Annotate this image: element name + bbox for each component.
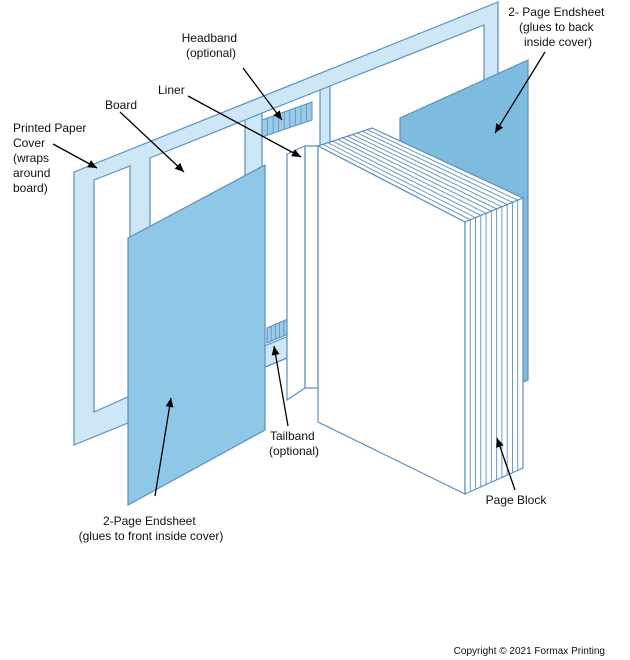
page-top-line bbox=[366, 129, 518, 201]
headband-label: Headband (optional) bbox=[182, 31, 241, 60]
arrowhead bbox=[165, 398, 174, 408]
page-top-line bbox=[342, 137, 492, 212]
back-endsheet-leader bbox=[494, 51, 546, 134]
labels: Headband (optional) Liner Board Printed … bbox=[13, 5, 607, 657]
page-top-line bbox=[347, 135, 497, 210]
page-top-line bbox=[357, 132, 508, 205]
back-endsheet-label: 2- Page Endsheet (glues to back inside c… bbox=[508, 5, 607, 49]
printed-cover-label: Printed Paper Cover (wraps around board) bbox=[13, 121, 90, 195]
arrowhead bbox=[495, 123, 504, 133]
arrowhead bbox=[273, 110, 282, 120]
arrowhead bbox=[87, 160, 97, 168]
copyright-text: Copyright © 2021 Formax Printing bbox=[454, 646, 605, 657]
board-label: Board bbox=[105, 98, 137, 112]
page-top-line bbox=[361, 130, 513, 203]
front-endsheet bbox=[127, 164, 266, 507]
tailband-label: Tailband (optional) bbox=[269, 429, 319, 458]
page-top-line bbox=[322, 143, 471, 221]
page-edge-lines bbox=[322, 129, 519, 492]
headband-leader bbox=[242, 67, 283, 121]
front-endsheet-leader bbox=[154, 397, 172, 497]
liner bbox=[286, 145, 319, 402]
page-top-line bbox=[327, 142, 476, 219]
page-block bbox=[316, 127, 525, 495]
arrowhead bbox=[496, 438, 504, 448]
arrowhead bbox=[174, 162, 184, 172]
tailband-leader bbox=[273, 345, 289, 427]
liner-label: Liner bbox=[158, 83, 185, 97]
front-endsheet-label: 2-Page Endsheet (glues to front inside c… bbox=[79, 514, 224, 543]
page-top-line bbox=[337, 139, 487, 214]
page-top-line bbox=[332, 140, 482, 216]
page-block-label: Page Block bbox=[486, 493, 548, 507]
arrowhead bbox=[271, 346, 280, 356]
page-top-line bbox=[352, 134, 503, 208]
arrowhead bbox=[291, 149, 301, 157]
board-leader bbox=[119, 111, 185, 173]
page-block-leader bbox=[496, 437, 516, 491]
tailband bbox=[266, 318, 289, 344]
liner-leader bbox=[187, 95, 302, 158]
leader-lines bbox=[52, 51, 546, 497]
